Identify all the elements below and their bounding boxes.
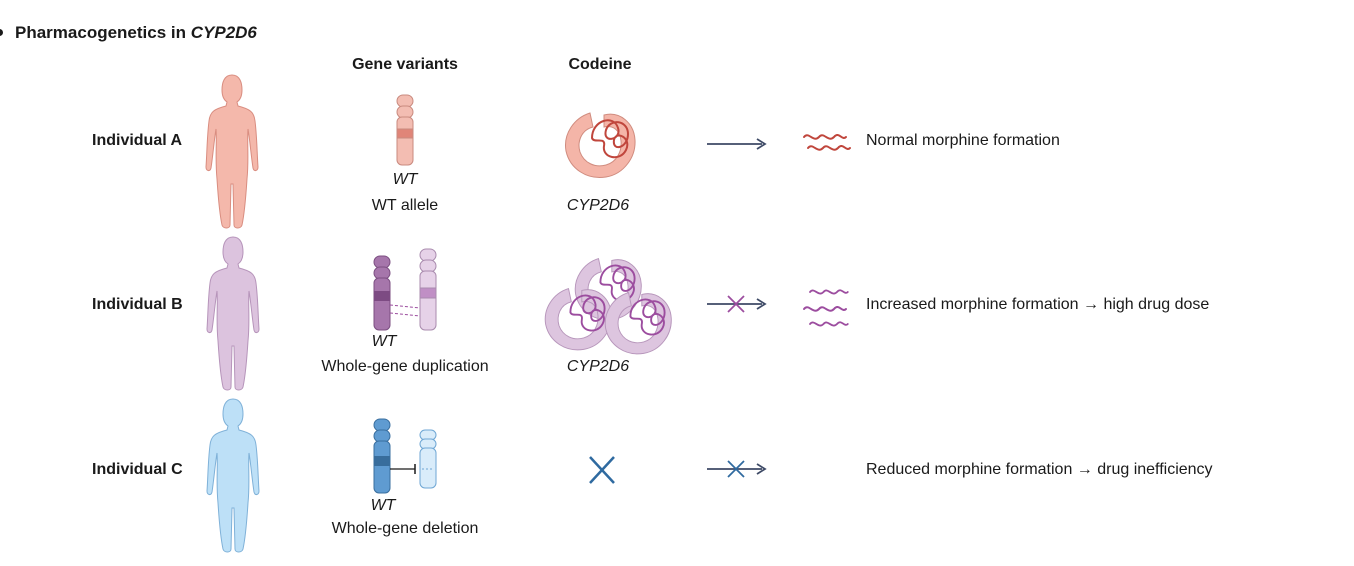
allele-tag-a: WT [392, 171, 418, 188]
arrow-icon-b [707, 295, 767, 313]
chromosome-icon-c-right [419, 429, 437, 489]
duplication-link-top [389, 304, 421, 309]
arrow-icon-a [707, 138, 767, 150]
arrow-icon-c [707, 460, 767, 478]
outcome-a: Normal morphine formation [866, 132, 1060, 149]
outcome-b: Increased morphine formation → high drug… [866, 296, 1210, 313]
title-bullet [0, 29, 3, 36]
row-label-individual-a: Individual A [92, 132, 183, 149]
row-label-individual-c: Individual C [92, 461, 183, 478]
enzyme-caption-b: CYP2D6 [566, 358, 630, 375]
row-label-individual-b: Individual B [92, 296, 183, 313]
enzyme-icon-b-left [544, 288, 612, 351]
column-header-gene-variants: Gene variants [352, 56, 458, 73]
chromosome-icon-a [396, 94, 414, 166]
allele-tag-b: WT [371, 333, 397, 350]
enzyme-icon-b-right [604, 292, 672, 355]
allele-tag-c: WT [370, 497, 396, 514]
column-header-codeine: Codeine [568, 56, 632, 73]
morphine-icon-a [803, 134, 851, 151]
human-figure-icon-a [205, 74, 259, 229]
cross-icon-no-enzyme [589, 456, 615, 484]
variant-caption-a: WT allele [371, 197, 439, 214]
deletion-inhibit-icon [390, 464, 416, 474]
morphine-icon-b [803, 289, 849, 327]
page-title: Pharmacogenetics in CYP2D6 [15, 23, 257, 42]
variant-caption-b: Whole-gene duplication [321, 358, 489, 375]
human-figure-icon-b [206, 236, 260, 391]
chromosome-icon-b-left [373, 255, 391, 331]
enzyme-icon-a [565, 112, 636, 178]
variant-caption-c: Whole-gene deletion [331, 520, 479, 537]
chromosome-icon-c-left [373, 418, 391, 494]
enzyme-caption-a: CYP2D6 [566, 197, 630, 214]
outcome-c: Reduced morphine formation → drug ineffi… [866, 461, 1213, 478]
chromosome-icon-b-right [419, 248, 437, 331]
human-figure-icon-c [206, 398, 260, 553]
duplication-link-bottom [389, 312, 421, 317]
